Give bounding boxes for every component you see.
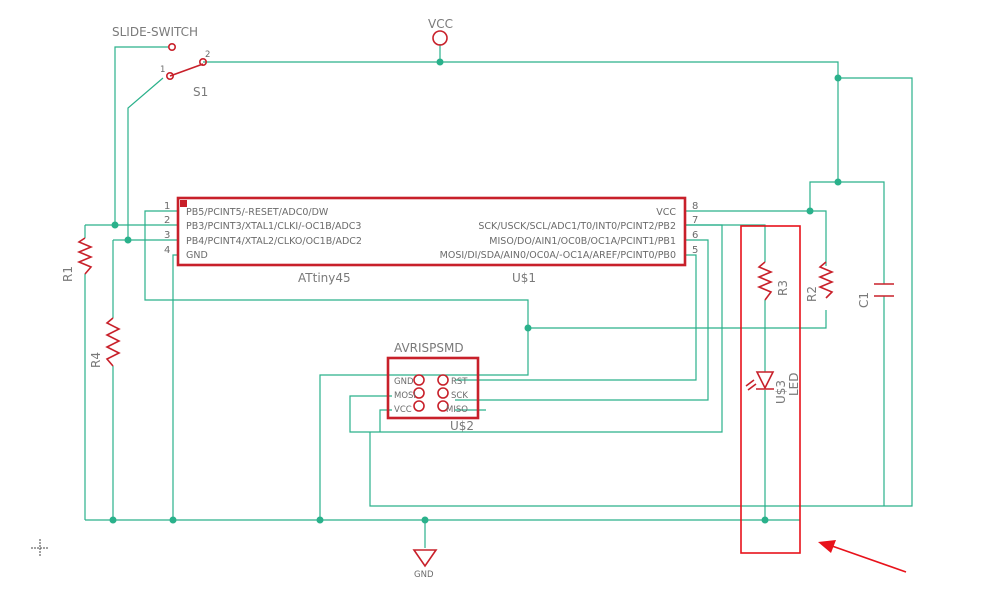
pin-label: PB4/PCINT4/XTAL2/CLKO/OC1B/ADC2 xyxy=(186,236,362,247)
avrisp-header[interactable]: AVRISPSMD GND MOSI VCC RST SCK MISO U$2 xyxy=(386,341,480,433)
avr-pin-label: SCK xyxy=(451,391,468,401)
c1-label: C1 xyxy=(857,292,871,308)
u1-label: U$1 xyxy=(512,271,536,285)
switch-pin2: 2 xyxy=(205,50,210,60)
gnd-symbol[interactable]: GND xyxy=(412,549,438,580)
switch-pin1: 1 xyxy=(160,65,165,75)
pin-label: VCC xyxy=(656,207,676,218)
avr-pin-label: MISO xyxy=(446,405,468,415)
capacitor-c1[interactable]: C1 xyxy=(857,283,894,308)
pin-label: MOSI/DI/SDA/AIN0/OC0A/-OC1A/AREF/PCINT0/… xyxy=(440,250,676,261)
slide-switch[interactable]: SLIDE-SWITCH 1 2 S1 xyxy=(112,25,210,99)
highlight-box xyxy=(740,225,801,554)
vcc-label: VCC xyxy=(428,17,453,31)
avr-pin-label: VCC xyxy=(394,405,412,415)
s1-label: S1 xyxy=(193,85,208,99)
led-label: LED xyxy=(787,372,801,396)
slide-switch-label: SLIDE-SWITCH xyxy=(112,25,198,39)
u3-label: U$3 xyxy=(774,380,788,404)
resistor-r4[interactable]: R4 xyxy=(89,317,121,368)
avrisp-name: AVRISPSMD xyxy=(394,341,464,355)
resistor-r2[interactable]: R2 xyxy=(805,261,835,302)
gnd-label: GND xyxy=(414,570,434,580)
pin-num: 8 xyxy=(692,201,698,212)
r4-label: R4 xyxy=(89,352,103,368)
vcc-symbol[interactable]: VCC xyxy=(428,17,453,46)
attiny-left-pins: 1 PB5/PCINT5/-RESET/ADC0/DW 2 PB3/PCINT3… xyxy=(164,201,362,261)
pin-label: PB5/PCINT5/-RESET/ADC0/DW xyxy=(186,207,329,218)
pin-label: MISO/DO/AIN1/OC0B/OC1A/PCINT1/PB1 xyxy=(489,236,676,247)
arrow-head xyxy=(818,540,836,553)
pin-num: 2 xyxy=(164,215,170,226)
led-u3[interactable]: U$3 LED xyxy=(745,371,801,404)
avr-pin-label: GND xyxy=(394,377,414,387)
resistor-r1[interactable]: R1 xyxy=(61,237,94,282)
u2-label: U$2 xyxy=(450,419,474,433)
r3-label: R3 xyxy=(776,280,790,296)
pin-num: 6 xyxy=(692,230,698,241)
attiny-right-pins: 8 VCC 7 SCK/USCK/SCL/ADC1/T0/INT0/PCINT2… xyxy=(440,201,699,261)
pin-num: 3 xyxy=(164,230,170,241)
attiny-name: ATtiny45 xyxy=(298,271,351,285)
attiny45-chip[interactable]: 1 PB5/PCINT5/-RESET/ADC0/DW 2 PB3/PCINT3… xyxy=(164,196,699,285)
avr-pin-label: RST xyxy=(451,377,468,387)
wire-net xyxy=(84,44,913,548)
r1-label: R1 xyxy=(61,266,75,282)
origin-crosshair-icon xyxy=(31,539,49,557)
junctions xyxy=(109,58,842,524)
avr-pin-label: MOSI xyxy=(394,391,416,401)
pin-num: 1 xyxy=(164,201,170,212)
arrow-shaft xyxy=(831,545,907,573)
pin-label: SCK/USCK/SCL/ADC1/T0/INT0/PCINT2/PB2 xyxy=(478,221,676,232)
highlight-annotation xyxy=(740,225,907,573)
resistor-r3[interactable]: R3 xyxy=(756,261,790,301)
pin-label: PB3/PCINT3/XTAL1/CLKI/-OC1B/ADC3 xyxy=(186,221,361,232)
pin-label: GND xyxy=(186,250,208,261)
r2-label: R2 xyxy=(805,286,819,302)
pin-num: 5 xyxy=(692,245,698,256)
pin-num: 4 xyxy=(164,245,170,256)
pin-num: 7 xyxy=(692,215,698,226)
